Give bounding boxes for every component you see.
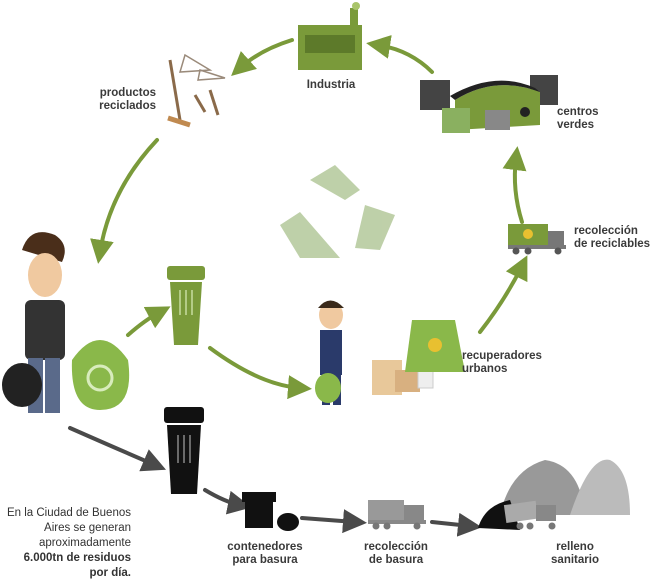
- arrow-person-to-black-bin: [68, 426, 167, 472]
- urban-recycler-illustration: [315, 300, 465, 405]
- landfill-icon: [478, 459, 630, 530]
- label-centros-verdes: centros verdes: [557, 106, 599, 132]
- note-line: Aires se generan: [44, 522, 131, 534]
- arrow-green-bin-to-worker: [208, 346, 312, 400]
- label-line: de reciclables: [574, 238, 651, 250]
- recyclables-truck-icon: [508, 224, 566, 255]
- person-illustration: [2, 232, 130, 413]
- label-productos-reciclados: productos reciclados: [70, 87, 156, 113]
- recycle-icon: [280, 165, 395, 258]
- label-line: sanitario: [551, 554, 599, 566]
- label-line: centros: [557, 106, 599, 118]
- trash-container-icon: [242, 492, 299, 531]
- arrow-container-to-truck: [300, 509, 367, 534]
- note-bold-line: por día.: [89, 567, 131, 579]
- waste-fact-note: En la Ciudad de Buenos Aires se generan …: [0, 506, 131, 581]
- label-line: recuperadores: [462, 350, 542, 362]
- label-line: recolección: [574, 225, 638, 237]
- label-recoleccion-reciclables: recolección de reciclables: [574, 225, 650, 251]
- note-line: aproximadamente: [38, 537, 131, 549]
- arrow-truck-to-landfill: [430, 512, 482, 537]
- label-recoleccion-basura: recolección de basura: [350, 541, 442, 567]
- label-recuperadores-urbanos: recuperadores urbanos: [462, 350, 542, 376]
- arrow-industria-to-productos: [231, 38, 294, 77]
- factory-icon: [298, 2, 362, 70]
- garbage-truck-icon: [368, 500, 426, 530]
- arrow-recuperadores-to-truck: [478, 255, 528, 334]
- label-line: reciclados: [99, 100, 156, 112]
- green-bin-icon: [167, 266, 205, 345]
- label-line: relleno: [556, 541, 594, 553]
- label-contenedores: contenedores para basura: [215, 541, 315, 567]
- label-industria: Industria: [306, 79, 356, 91]
- label-line: para basura: [232, 554, 298, 566]
- label-line: recolección: [364, 541, 428, 553]
- label-line: contenedores: [227, 541, 303, 553]
- label-line: de basura: [368, 554, 424, 566]
- arrow-bin-to-container: [203, 488, 252, 515]
- recycling-center-icon: [420, 75, 558, 133]
- arrow-productos-to-person: [90, 138, 159, 264]
- arrow-truck-to-centros: [502, 146, 527, 224]
- label-relleno-sanitario: relleno sanitario: [535, 541, 615, 567]
- arrow-person-to-green-bin: [126, 306, 171, 337]
- label-line: verdes: [557, 119, 595, 131]
- label-line: urbanos: [462, 363, 508, 375]
- note-bold-line: 6.000tn de residuos: [23, 552, 131, 564]
- black-bin-icon: [164, 407, 204, 494]
- note-line: En la Ciudad de Buenos: [6, 507, 131, 519]
- label-line: productos: [99, 87, 156, 99]
- recycled-products-icon: [167, 53, 226, 128]
- arrow-centros-to-industria: [366, 35, 434, 74]
